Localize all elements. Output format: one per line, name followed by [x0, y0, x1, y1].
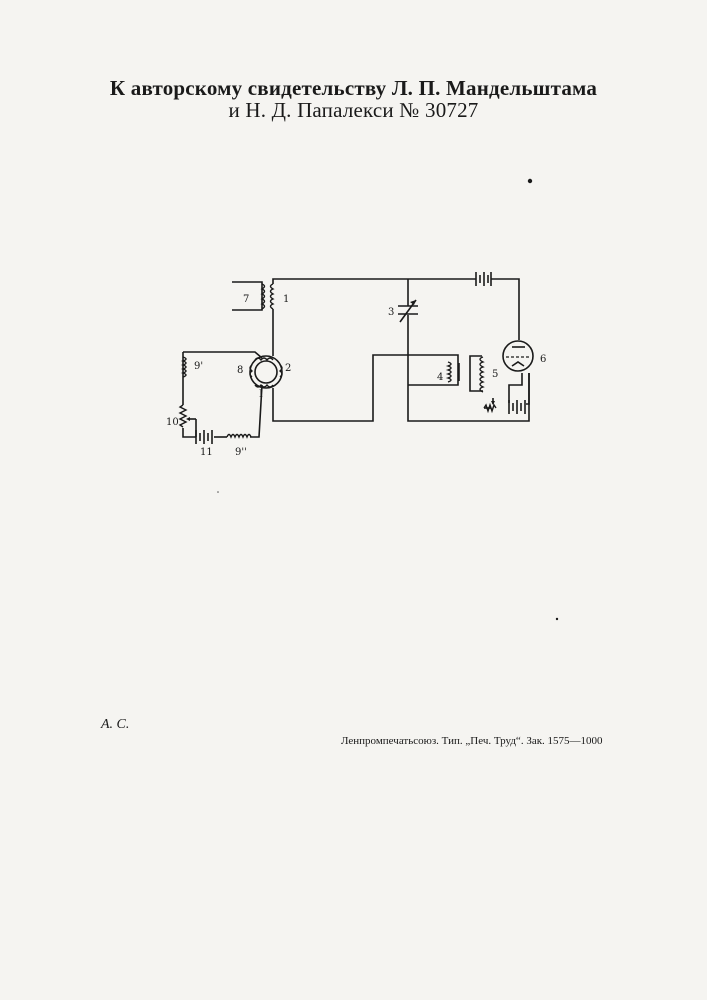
coil-5 — [480, 357, 483, 392]
coil-9-double-prime — [227, 435, 251, 438]
label-4: 4 — [437, 372, 443, 383]
rheostat-10 — [180, 405, 196, 427]
label-9-prime: 9' — [194, 361, 203, 372]
label-11: 11 — [200, 447, 213, 458]
label-6: 6 — [540, 354, 546, 365]
ring-core-modulator — [250, 356, 282, 388]
label-3: 3 — [388, 307, 394, 318]
label-7: 7 — [243, 294, 249, 305]
printer-imprint: Ленпромпечатьсоюз. Тип. „Печ. Труд“. Зак… — [341, 735, 603, 747]
coil-1 — [271, 284, 274, 309]
label-2: 2 — [285, 363, 291, 374]
label-10: 10 — [166, 417, 179, 428]
vacuum-tube-6 — [503, 341, 533, 371]
label-roman-1: I — [259, 389, 263, 400]
label-9-double-prime: 9'' — [235, 447, 247, 458]
circuit-wiring — [183, 279, 529, 437]
label-1: 1 — [283, 294, 289, 305]
scan-speck — [217, 491, 219, 493]
battery-top — [476, 272, 491, 286]
filament-rheostat — [484, 398, 496, 411]
battery-11 — [196, 419, 212, 444]
coil-4 — [448, 362, 451, 382]
label-5: 5 — [492, 369, 498, 380]
author-initials: А. С. — [101, 717, 129, 733]
label-8: 8 — [237, 365, 243, 376]
filament-battery — [509, 400, 525, 414]
scan-speck — [556, 618, 558, 620]
scan-speck — [528, 179, 532, 183]
